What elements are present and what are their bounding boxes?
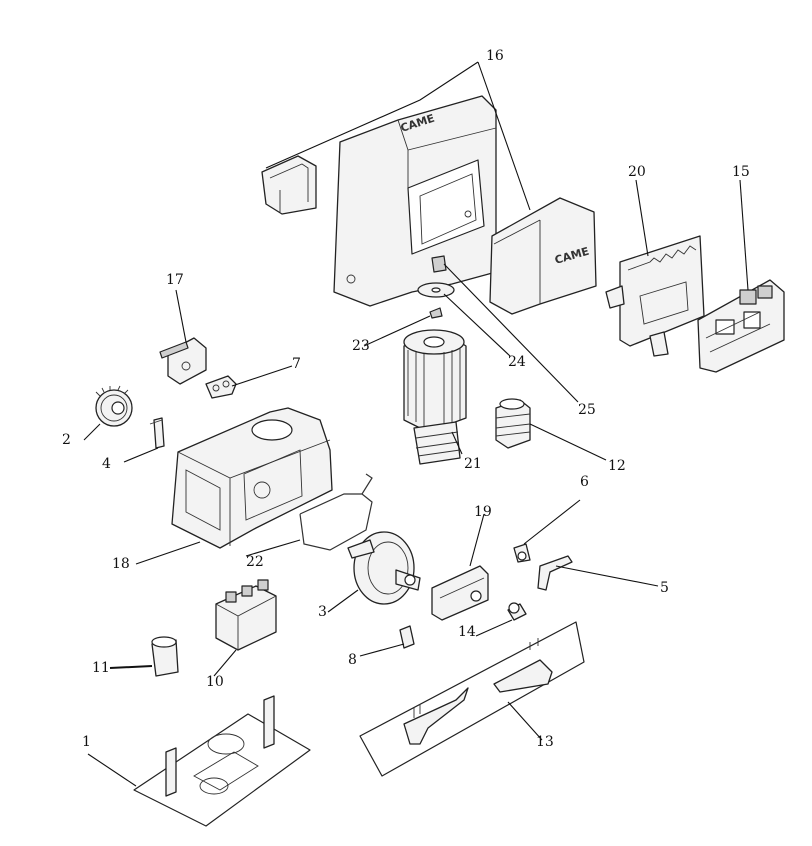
callout-2: 2	[62, 432, 71, 448]
callout-numbers: 16 20 15 17 7 2 4 23 24 25 12 21 6 5 19 …	[62, 48, 750, 750]
callout-16: 16	[486, 48, 504, 64]
part-23-brush	[429, 307, 443, 319]
part-14-knob	[507, 602, 527, 621]
callout-14: 14	[458, 624, 476, 640]
callout-7: 7	[292, 356, 301, 372]
part-7-clip	[205, 375, 237, 399]
part-22-gasket	[299, 473, 373, 551]
callout-8: 8	[348, 652, 357, 668]
callout-5: 5	[660, 580, 669, 596]
callout-6: 6	[580, 474, 589, 490]
part-20-board-bracket	[605, 235, 705, 357]
callout-3: 3	[318, 604, 327, 620]
part-12-worm	[495, 398, 531, 449]
part-10-transformer	[215, 579, 277, 651]
part-11-capacitor	[151, 636, 179, 677]
callout-25: 25	[578, 402, 596, 418]
part-24-washer	[417, 282, 455, 298]
callout-11: 11	[92, 660, 110, 676]
callout-17: 17	[166, 272, 184, 288]
part-25-bushing	[431, 255, 447, 273]
part-4-bracket	[149, 417, 165, 449]
callout-15: 15	[732, 164, 750, 180]
part-13-plate	[359, 621, 585, 777]
callout-4: 4	[102, 456, 111, 472]
callout-21: 21	[464, 456, 482, 472]
part-3-gear-wheel	[347, 531, 421, 605]
callout-10: 10	[206, 674, 224, 690]
part-2-pinion	[95, 385, 133, 427]
part-18-housing	[171, 407, 333, 549]
callout-20: 20	[628, 164, 646, 180]
part-21-motor	[403, 329, 467, 465]
part-17-release-unit	[159, 337, 207, 385]
leader-lines	[83, 61, 749, 787]
part-8-terminal	[399, 625, 415, 649]
callout-1: 1	[82, 734, 91, 750]
part-15-control-board	[697, 279, 785, 373]
callout-24: 24	[508, 354, 526, 370]
callout-12: 12	[608, 458, 626, 474]
part-19-limit-switch	[431, 565, 489, 621]
part-1-foundation-plate	[133, 695, 311, 827]
callout-13: 13	[536, 734, 554, 750]
part-5-lever	[537, 555, 573, 591]
part-6-spring	[513, 543, 531, 563]
callout-19: 19	[474, 504, 492, 520]
part-16-cover: CAME CAME	[261, 95, 597, 315]
callout-22: 22	[246, 554, 264, 570]
callout-23: 23	[352, 338, 370, 354]
callout-18: 18	[112, 556, 130, 572]
